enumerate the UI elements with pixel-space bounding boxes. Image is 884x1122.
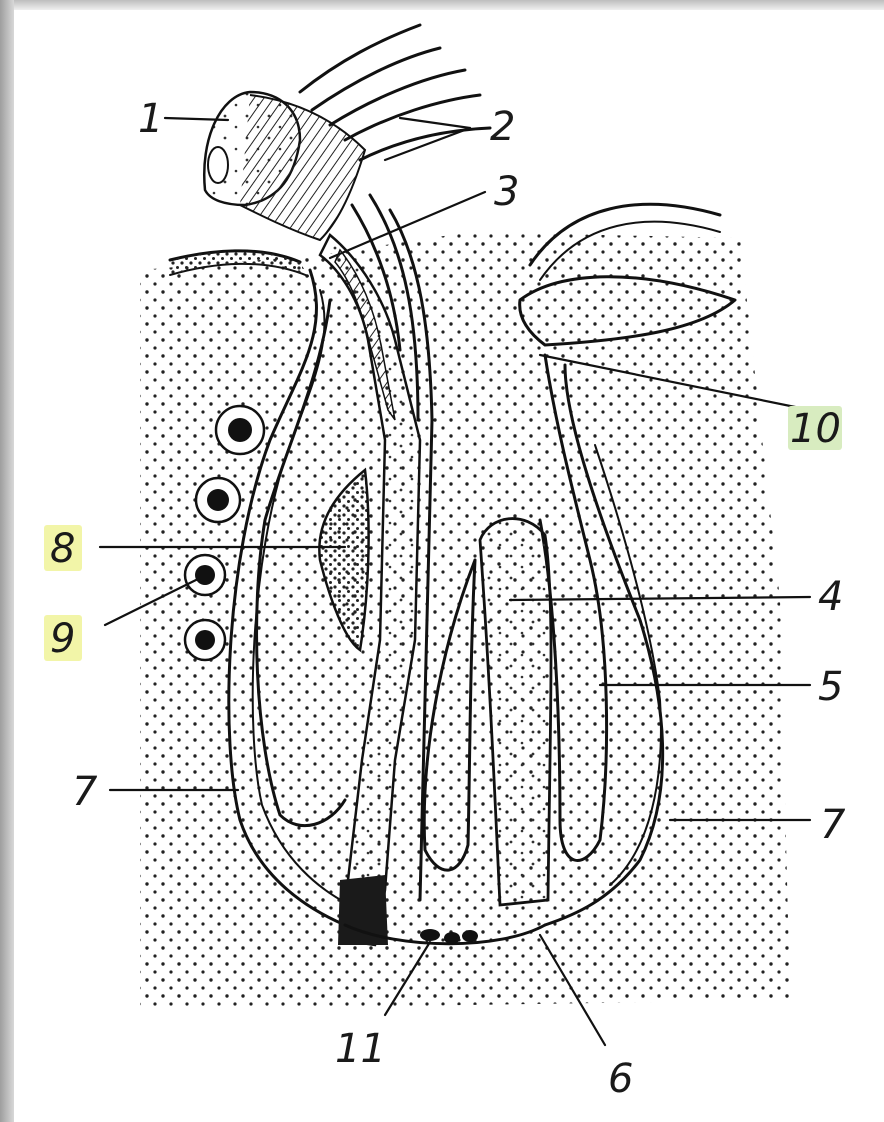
- hair-bulb-base: [338, 875, 388, 945]
- label-7-left: 7: [72, 769, 98, 815]
- dermis-region: [140, 232, 790, 1010]
- label-3: 3: [494, 169, 519, 215]
- pigment-granule-2: [444, 932, 460, 944]
- label-7-right: 7: [820, 802, 846, 848]
- label-8: 8: [50, 526, 75, 572]
- pigment-granule-3: [462, 930, 478, 942]
- pigment-granule-1: [420, 929, 440, 941]
- label-6: 6: [608, 1056, 633, 1102]
- label-11: 11: [335, 1026, 386, 1072]
- label-5: 5: [818, 664, 843, 710]
- label-9: 9: [50, 616, 75, 662]
- label-4: 4: [818, 574, 843, 620]
- hair-cross-section-top: [204, 92, 365, 240]
- label-2: 2: [490, 104, 515, 150]
- label-10: 10: [790, 406, 841, 452]
- label-1: 1: [138, 96, 163, 142]
